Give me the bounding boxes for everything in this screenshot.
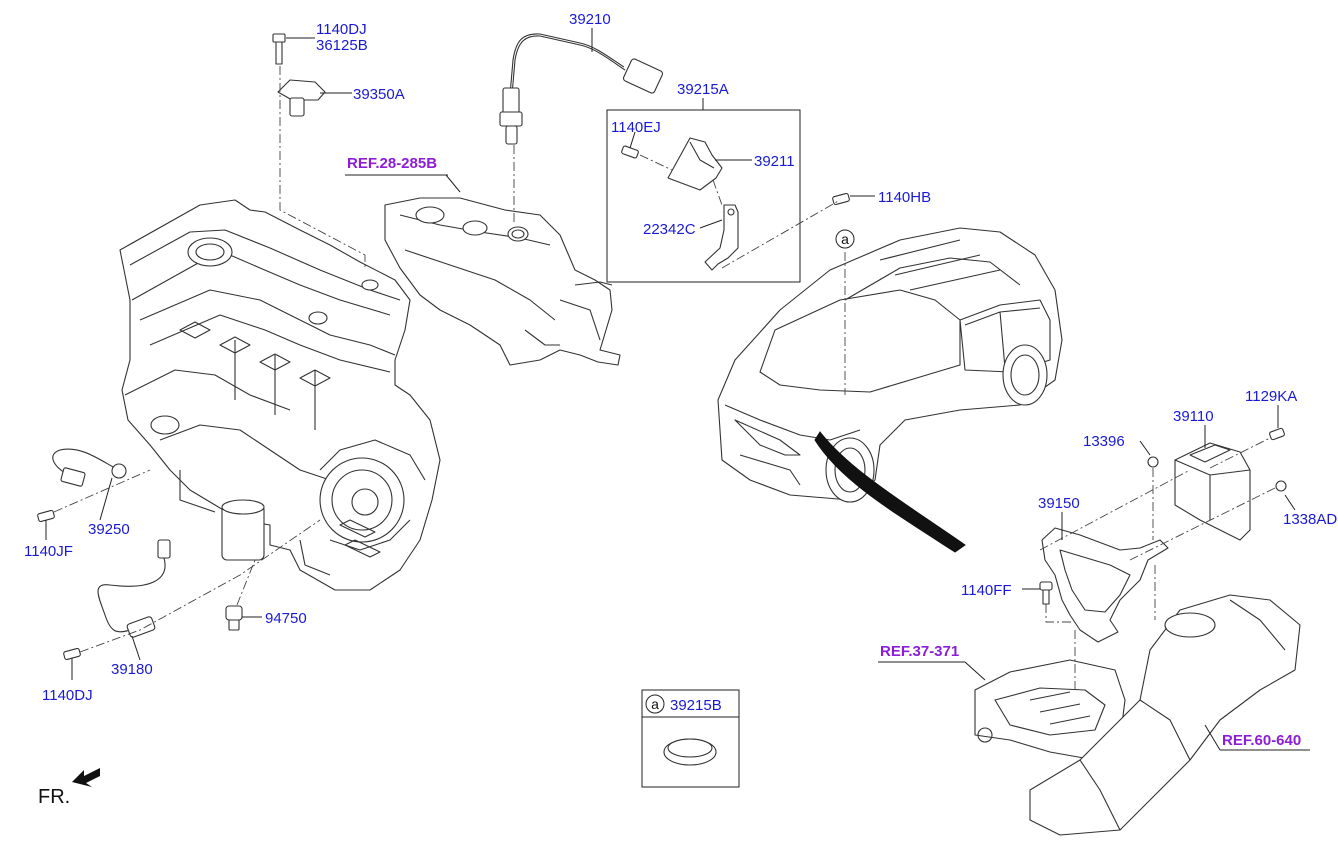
ecu-bracket bbox=[1039, 527, 1169, 643]
part-1140FF[interactable]: 1140FF bbox=[961, 582, 1012, 599]
pointer-swoosh bbox=[814, 431, 966, 553]
part-39210[interactable]: 39210 bbox=[569, 11, 611, 28]
crank-position-sensor bbox=[63, 539, 171, 661]
leader-lines bbox=[45, 28, 1310, 751]
ref-37-371[interactable]: REF.37-371 bbox=[880, 643, 959, 660]
cam-position-sensor bbox=[272, 33, 326, 117]
ecu-module bbox=[1147, 427, 1287, 541]
front-label: FR. bbox=[38, 786, 70, 808]
part-39180[interactable]: 39180 bbox=[111, 661, 153, 678]
part-39110[interactable]: 39110 bbox=[1173, 408, 1214, 425]
part-1140DJ-top[interactable]: 1140DJ bbox=[316, 21, 367, 38]
oil-pressure-switch bbox=[225, 605, 243, 631]
alignment-lines bbox=[53, 66, 1276, 690]
callout-a-car: a bbox=[841, 231, 849, 247]
callout-circle-box bbox=[645, 694, 665, 714]
oxygen-sensor bbox=[499, 33, 664, 145]
part-39150[interactable]: 39150 bbox=[1038, 495, 1080, 512]
part-39211[interactable]: 39211 bbox=[754, 153, 795, 170]
part-36125B[interactable]: 36125B bbox=[316, 37, 368, 54]
part-1140EJ[interactable]: 1140EJ bbox=[611, 119, 661, 136]
front-arrow-icon bbox=[72, 768, 100, 787]
part-1140HB[interactable]: 1140HB bbox=[878, 189, 931, 206]
callout-circle-car bbox=[835, 229, 855, 249]
knock-sensor bbox=[37, 448, 127, 523]
part-1140DJ-bottom[interactable]: 1140DJ bbox=[42, 687, 93, 704]
ref-60-640[interactable]: REF.60-640 bbox=[1222, 732, 1301, 749]
ref-28-285B[interactable]: REF.28-285B bbox=[347, 155, 437, 172]
part-39215A[interactable]: 39215A bbox=[677, 81, 729, 98]
plug-box bbox=[641, 689, 740, 788]
part-39215B[interactable]: 39215B bbox=[670, 697, 722, 714]
part-94750[interactable]: 94750 bbox=[265, 610, 307, 627]
front-frame-member bbox=[1029, 594, 1301, 836]
part-1140JF[interactable]: 1140JF bbox=[24, 543, 73, 560]
exhaust-manifold bbox=[384, 197, 621, 366]
vehicle-illustration bbox=[717, 227, 1063, 503]
part-39250[interactable]: 39250 bbox=[88, 521, 130, 538]
part-1338AD[interactable]: 1338AD bbox=[1283, 511, 1337, 528]
part-22342C[interactable]: 22342C bbox=[643, 221, 696, 238]
engine-assembly bbox=[119, 199, 441, 591]
callout-a-box: a bbox=[651, 696, 659, 712]
part-1129KA[interactable]: 1129KA bbox=[1245, 388, 1297, 405]
part-39350A[interactable]: 39350A bbox=[353, 86, 405, 103]
part-13396[interactable]: 13396 bbox=[1083, 433, 1125, 450]
